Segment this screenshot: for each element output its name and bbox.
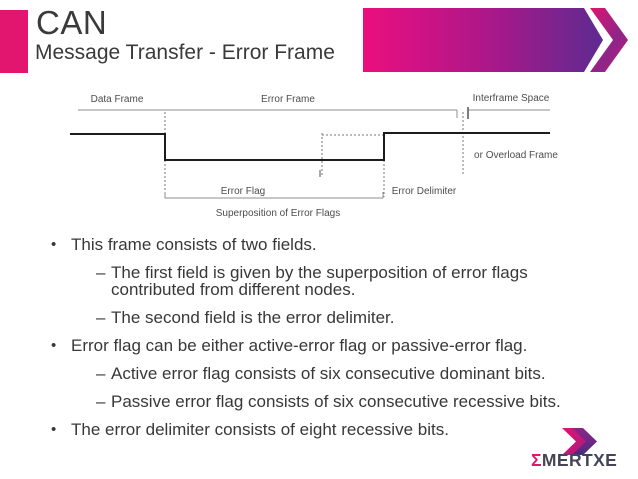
label-data-frame: Data Frame [91,94,144,105]
dash-marker: – [96,364,106,383]
list-item: • The error delimiter consists of eight … [42,421,620,438]
bullet-text: Active error flag consists of six consec… [111,364,546,383]
logo-chevron-front [572,428,597,455]
page-subtitle: Message Transfer - Error Frame [35,41,335,64]
list-item: – Active error flag consists of six cons… [42,365,620,382]
page-title: CAN [36,4,108,41]
label-interframe-space: Interframe Space [473,93,550,104]
label-error-frame: Error Frame [261,94,315,105]
signal-waveform [70,132,550,161]
label-superposition: Superposition of Error Flags [216,208,341,219]
bullet-marker: • [51,421,57,438]
list-item: • This frame consists of two fields. [42,236,620,253]
banner-arrow-shape [363,8,603,72]
logo-chevron-icon [562,428,597,455]
bullet-marker: • [51,337,57,354]
bullet-text: This frame consists of two fields. [71,235,317,254]
label-error-delimiter: Error Delimiter [392,186,457,197]
dash-marker: – [96,308,106,327]
list-item: – Passive error flag consists of six con… [42,393,620,410]
bullet-text: The first field is given by the superpos… [111,263,528,299]
list-item: – The second field is the error delimite… [42,309,620,326]
banner-chevron-icon [590,8,628,72]
dash-marker: – [96,392,106,411]
bullet-text: Passive error flag consists of six conse… [111,392,561,411]
bullet-text: Error flag can be either active-error fl… [71,336,528,355]
logo: ΣMERTXE [531,450,617,471]
logo-name: MERTXE [541,450,618,470]
logo-chevron-back [562,428,587,455]
superposition-bracket [164,192,384,199]
bullet-text: The error delimiter consists of eight re… [71,420,449,439]
accent-square [0,10,28,73]
label-error-flag: Error Flag [221,186,265,197]
dash-marker: – [96,263,106,282]
error-frame-diagram: Data Frame Error Frame Interframe Space … [70,93,558,219]
bullet-text: The second field is the error delimiter. [111,308,395,327]
header-banner-arrow [363,8,628,72]
list-item: – The first field is given by the superp… [42,264,620,298]
bullet-marker: • [51,236,57,253]
logo-sigma: Σ [531,450,542,470]
bullet-list: • This frame consists of two fields. – T… [42,236,620,449]
label-or-overload-frame: or Overload Frame [474,150,558,161]
list-item: • Error flag can be either active-error … [42,337,620,354]
